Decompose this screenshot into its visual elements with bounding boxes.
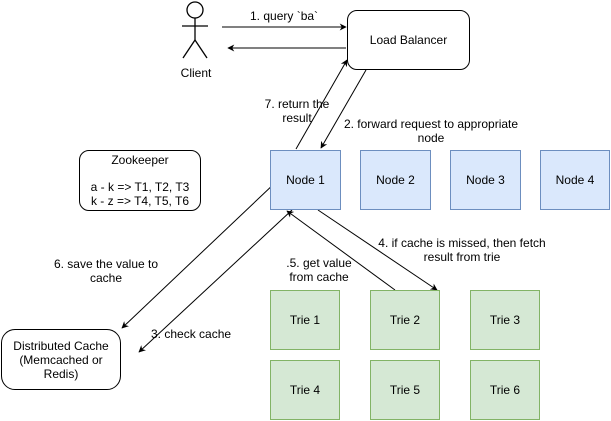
step1-label: 1. query `ba` [250,9,319,23]
step7-label-line2: result [282,111,312,125]
step5-label: .5. get value from cache [281,256,357,284]
node-4-label: Node 4 [555,173,595,187]
arrow-step7 [295,59,348,150]
cache-label-line2: (Memcached or [19,352,103,367]
step6-label-line1: 6. save the value to [53,257,159,271]
step2-label-line2: node [417,131,445,145]
arrow-step2 [320,69,367,149]
distributed-cache-box: Distributed Cache (Memcached or Redis) [1,329,121,390]
zookeeper-title: Zookeeper [111,153,169,167]
step6-label-line2: cache [89,271,123,285]
step4-label: 4. if cache is missed, then fetch result… [368,236,556,264]
arrow-step6 [121,181,277,329]
step5-label-line1: .5. get value [286,256,352,270]
arrow-step4 [317,209,438,291]
step6-label: 6. save the value to cache [46,257,166,285]
node-3-label: Node 3 [466,173,505,187]
node-3-box: Node 3 [450,150,521,210]
zookeeper-range-2: k - z => T4, T5, T6 [90,194,190,208]
load-balancer-label: Load Balancer [369,33,448,47]
trie-5-box: Trie 5 [370,360,440,420]
node-1-label: Node 1 [286,173,325,187]
trie-3-box: Trie 3 [470,290,540,350]
arrow-step5 [286,210,396,291]
step4-label-line2: result from trie [423,250,501,264]
step7-label: 7. return the result [258,97,336,125]
trie-5-label: Trie 5 [389,383,421,397]
cache-label-line3: Redis) [43,366,79,381]
client-label: Client [180,66,212,80]
zookeeper-box: Zookeeper a - k => T1, T2, T3 k - z => T… [79,150,201,211]
trie-1-box: Trie 1 [270,290,340,350]
step2-label-line1: 2. forward request to appropriate [343,117,519,131]
trie-4-label: Trie 4 [289,383,321,397]
step7-label-line1: 7. return the [264,97,330,111]
step3-label: 3. check cache [151,327,232,341]
trie-1-label: Trie 1 [289,313,321,327]
trie-2-box: Trie 2 [370,290,440,350]
step5-label-line2: from cache [289,270,349,284]
trie-4-box: Trie 4 [270,360,340,420]
load-balancer-box: Load Balancer [347,10,470,70]
node-1-box: Node 1 [270,150,341,210]
arrow-step3 [138,209,293,353]
cache-label-line1: Distributed Cache [13,338,109,353]
node-4-box: Node 4 [540,150,610,210]
trie-6-box: Trie 6 [470,360,540,420]
trie-6-label: Trie 6 [489,383,521,397]
client-actor-icon [182,1,208,59]
node-2-box: Node 2 [360,150,431,210]
node-2-label: Node 2 [376,173,415,187]
zookeeper-range-1: a - k => T1, T2, T3 [90,180,190,194]
step2-label: 2. forward request to appropriate node [340,117,522,145]
step4-label-line1: 4. if cache is missed, then fetch [378,236,546,250]
trie-3-label: Trie 3 [489,313,521,327]
trie-2-label: Trie 2 [389,313,421,327]
